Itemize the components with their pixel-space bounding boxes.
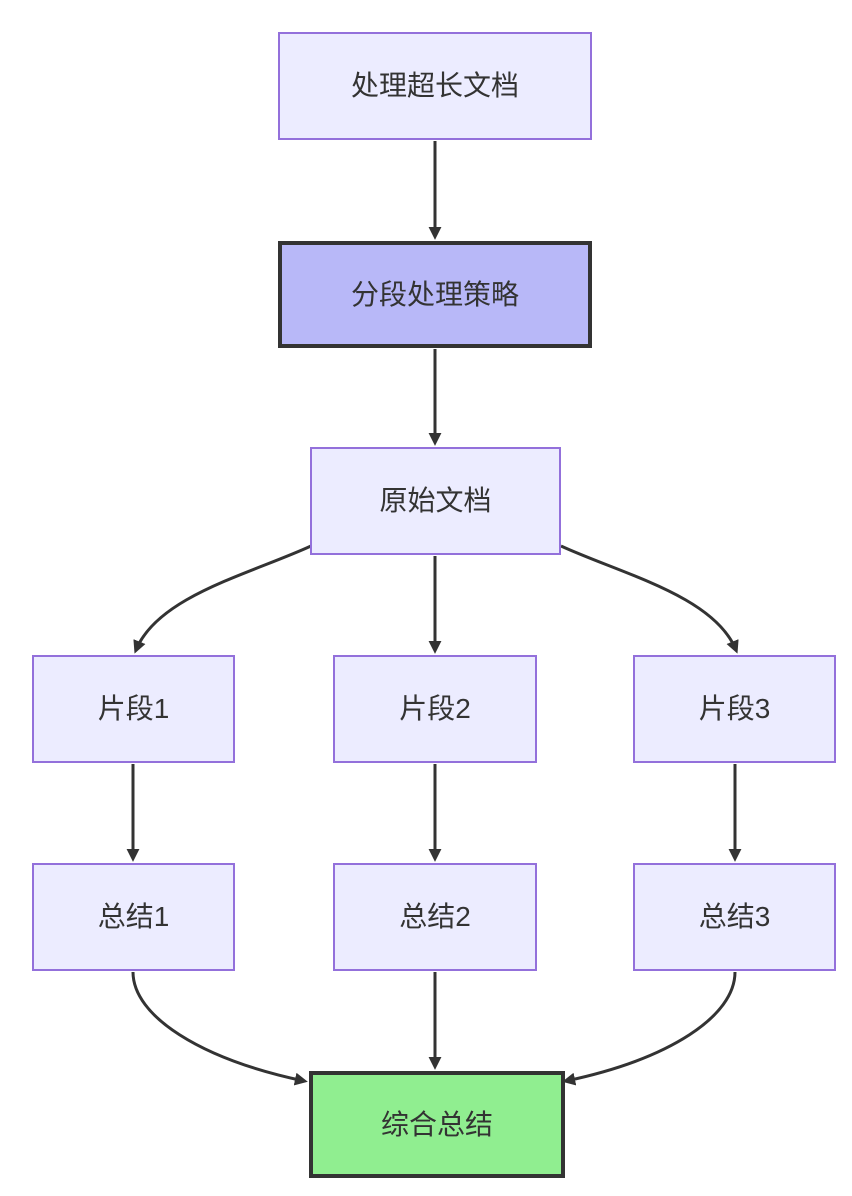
node-label: 片段3 [698,693,771,725]
edge-original-to-fragment3 [560,544,739,654]
node-original-document: 原始文档 [310,447,561,555]
node-fragment-1: 片段1 [32,655,235,763]
node-summary-3: 总结3 [633,863,836,971]
node-label: 总结1 [97,901,170,933]
edge-summary3-to-final [562,971,737,1086]
edge-original-to-fragment1 [133,544,312,654]
edge-summary1-to-final [131,971,308,1086]
node-process-long-doc: 处理超长文档 [278,32,592,140]
node-fragment-2: 片段2 [333,655,537,763]
node-label: 片段1 [97,693,170,725]
node-summary-2: 总结2 [333,863,537,971]
node-label: 综合总结 [380,1108,493,1140]
node-label: 分段处理策略 [350,278,519,310]
node-segmentation-strategy: 分段处理策略 [278,241,592,348]
node-fragment-3: 片段3 [633,655,836,763]
node-label: 总结2 [399,901,471,933]
node-summary-1: 总结1 [32,863,235,971]
node-label: 处理超长文档 [350,70,519,102]
node-label: 总结3 [698,901,771,933]
node-label: 片段2 [399,693,471,725]
node-final-summary: 综合总结 [309,1071,565,1178]
node-label: 原始文档 [379,485,492,517]
